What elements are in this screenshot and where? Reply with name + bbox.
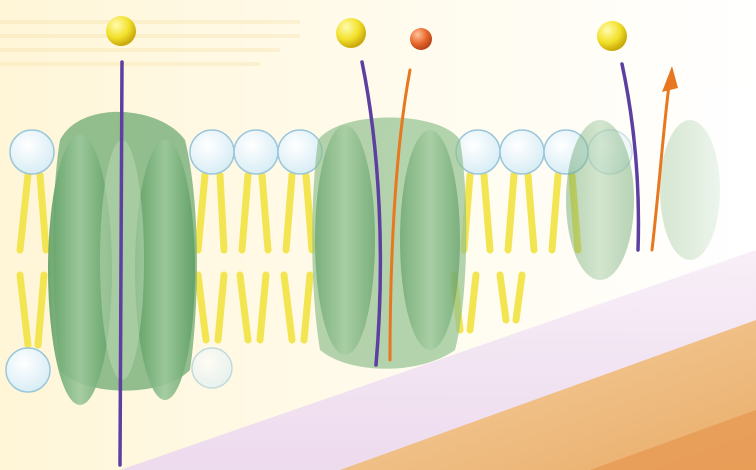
purple-stick-1 <box>120 62 122 465</box>
yellow-particle-icon <box>106 16 136 46</box>
yellow-particle-icon <box>597 21 627 51</box>
orange-particle-icon <box>410 28 432 50</box>
yellow-particle-icon <box>336 18 366 48</box>
